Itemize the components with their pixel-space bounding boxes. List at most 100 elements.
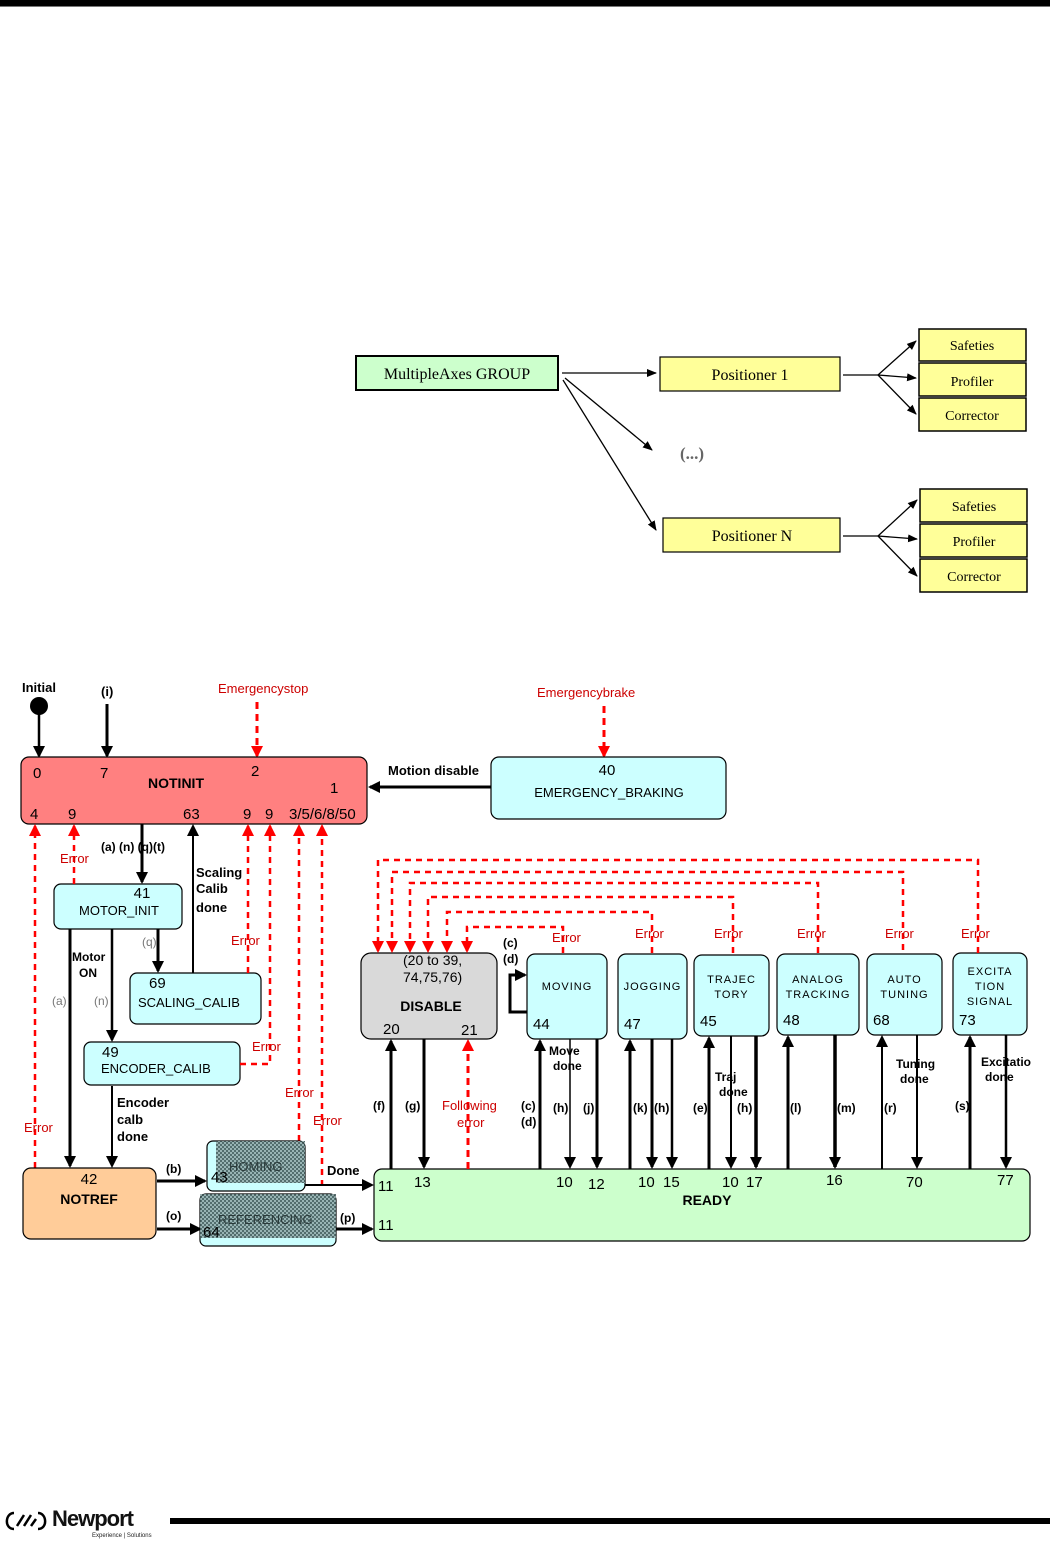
pn-safeties-label: Safeties bbox=[952, 500, 996, 515]
excitation-done-label: Excitatio bbox=[981, 1055, 1031, 1069]
arrow-p1-corrector bbox=[877, 374, 917, 415]
p1-corrector-label: Corrector bbox=[945, 409, 999, 424]
error-label-autotuning: Error bbox=[885, 926, 915, 941]
ready-code-10b: 10 bbox=[638, 1174, 655, 1191]
error-label-motor-init: Error bbox=[60, 851, 90, 866]
pn-corrector-label: Corrector bbox=[947, 570, 1001, 585]
excitation-signal-code: 73 bbox=[959, 1012, 976, 1029]
group-hierarchy-diagram: MultipleAxes GROUP (...) Positioner 1 Sa… bbox=[355, 328, 1028, 593]
arrow-group-to-positionerN bbox=[562, 379, 657, 531]
positioner-n-box bbox=[662, 517, 841, 553]
notinit-label: NOTINIT bbox=[148, 775, 204, 791]
ready-code-12: 12 bbox=[588, 1176, 605, 1193]
error-feedback-excitation bbox=[372, 858, 980, 953]
ready-state bbox=[373, 1168, 1031, 1242]
following-error-label-1: Following bbox=[442, 1098, 497, 1113]
arrow-p1-profiler bbox=[877, 373, 917, 382]
homing-code: 43 bbox=[211, 1169, 228, 1186]
following-error-label-2: error bbox=[457, 1115, 485, 1130]
error-feedback-trajectory bbox=[422, 895, 735, 953]
d-label: (d) bbox=[521, 1115, 536, 1129]
scaling-done-label-3: done bbox=[196, 900, 227, 915]
pn-corrector-box bbox=[919, 558, 1028, 593]
p1-safeties-box bbox=[918, 328, 1027, 362]
d-label-top: (d) bbox=[503, 952, 518, 966]
ready-code-10c: 10 bbox=[722, 1174, 739, 1191]
ready-code-11b: 11 bbox=[378, 1217, 394, 1234]
p-label: (p) bbox=[340, 1211, 355, 1225]
error-feedback-jogging bbox=[441, 910, 654, 953]
scaling-calib-label: SCALING_CALIB bbox=[138, 995, 240, 1010]
jogging-code: 47 bbox=[624, 1016, 641, 1033]
pn-profiler-box bbox=[919, 523, 1028, 558]
moving-code: 44 bbox=[533, 1016, 550, 1033]
notinit-code-9a: 9 bbox=[68, 806, 76, 823]
notref-code: 42 bbox=[81, 1171, 98, 1188]
positioner-n-children: Safeties Profiler Corrector bbox=[919, 488, 1028, 593]
ready-code-10a: 10 bbox=[556, 1174, 573, 1191]
error-feedback-moving bbox=[461, 925, 565, 953]
analog-tracking-label: TRACKING bbox=[786, 989, 851, 1001]
auto-tuning-label: AUTO bbox=[887, 974, 921, 986]
motor-init-code: 41 bbox=[134, 885, 151, 902]
excitation-signal-state bbox=[952, 952, 1028, 1036]
motion-disable-label: Motion disable bbox=[388, 763, 479, 778]
error-label-scaling: Error bbox=[231, 933, 261, 948]
notinit-code-9c: 9 bbox=[265, 806, 273, 823]
arrow-pn-corrector bbox=[877, 535, 918, 577]
i-label: (i) bbox=[101, 684, 113, 699]
motion-transitions: (c)(d)(h)(j)(k)(h)(e)(h)(l)(m)(r)(s)Move… bbox=[521, 1035, 1031, 1169]
initial-label: Initial bbox=[22, 680, 56, 695]
pn-profiler-label: Profiler bbox=[953, 535, 996, 550]
header-rule bbox=[0, 0, 1050, 7]
notinit-error-lines bbox=[29, 824, 328, 1186]
ready-label: READY bbox=[682, 1192, 732, 1208]
scaling-calib-code: 69 bbox=[149, 975, 166, 992]
group-box bbox=[355, 355, 559, 391]
notinit-code-2: 2 bbox=[251, 763, 259, 780]
move-done-label: Move bbox=[549, 1044, 580, 1058]
r-label: (r) bbox=[884, 1101, 897, 1115]
motion-states: MOVING44JOGGING47TRAJECTORY45ANALOGTRACK… bbox=[526, 952, 1028, 1040]
positioner-1-box bbox=[659, 356, 841, 392]
notref-label: NOTREF bbox=[60, 1191, 118, 1207]
ellipsis-label: (...) bbox=[680, 444, 704, 463]
tuning-done-label: Tuning bbox=[896, 1057, 935, 1071]
ready-code-77: 77 bbox=[997, 1172, 1014, 1189]
encoder-calib-label: ENCODER_CALIB bbox=[101, 1061, 211, 1076]
h-label-trajectory: (h) bbox=[737, 1101, 752, 1115]
newport-brand: Newport bbox=[52, 1506, 134, 1531]
notinit-code-9b: 9 bbox=[243, 806, 251, 823]
excitation-signal-label: EXCITA bbox=[968, 966, 1013, 978]
error-line-encoder bbox=[240, 824, 276, 1066]
moving-state bbox=[526, 953, 608, 1040]
error-label-referencing: Error bbox=[313, 1113, 343, 1128]
error-label-moving: Error bbox=[552, 930, 582, 945]
traj-done-label: Traj bbox=[715, 1070, 736, 1084]
motor-init-state bbox=[53, 883, 183, 930]
o-label: (o) bbox=[166, 1209, 181, 1223]
jogging-label: JOGGING bbox=[624, 981, 682, 993]
auto-tuning-label: TUNING bbox=[880, 989, 928, 1001]
done-label: Done bbox=[327, 1163, 360, 1178]
move-done-label: done bbox=[553, 1059, 582, 1073]
ready-code-11a: 11 bbox=[378, 1178, 394, 1195]
c-label: (c) bbox=[521, 1099, 536, 1113]
analog-tracking-state bbox=[776, 953, 860, 1036]
disable-codes-2: 74,75,76) bbox=[403, 969, 462, 985]
error-label-encoder: Error bbox=[252, 1039, 282, 1054]
motor-on-label-1: Motor bbox=[72, 950, 106, 964]
disable-state bbox=[360, 952, 498, 1040]
scaling-calib-state bbox=[129, 972, 262, 1025]
excitation-done-label: done bbox=[985, 1070, 1014, 1084]
arrow-pn-safeties bbox=[877, 499, 918, 537]
arrow-pn-profiler bbox=[877, 534, 918, 543]
motor-init-label: MOTOR_INIT bbox=[79, 903, 159, 918]
encoder-calib-code: 49 bbox=[102, 1044, 119, 1061]
notref-state bbox=[22, 1167, 157, 1240]
notinit-code-3-5-6-8-50: 3/5/6/8/50 bbox=[289, 806, 356, 823]
disable-codes-1: (20 to 39, bbox=[403, 952, 462, 968]
notinit-code-4: 4 bbox=[30, 806, 38, 823]
p1-corrector-box bbox=[918, 397, 1027, 432]
error-label-analog: Error bbox=[797, 926, 827, 941]
